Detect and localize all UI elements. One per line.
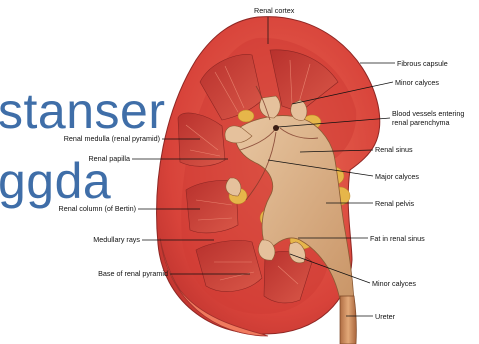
label-blood-vessels-line1: Blood vessels entering [392, 109, 464, 118]
label-renal-column: Renal column (of Bertin) [59, 204, 137, 213]
label-renal-cortex: Renal cortex [254, 6, 295, 15]
label-renal-papilla: Renal papilla [88, 154, 130, 163]
label-base-of-renal-pyramid: Base of renal pyramid [98, 269, 168, 278]
label-minor-calyces-top: Minor calyces [395, 78, 439, 87]
label-medullary-rays: Medullary rays [93, 235, 140, 244]
label-fibrous-capsule: Fibrous capsule [397, 59, 448, 68]
label-ureter: Ureter [375, 312, 396, 321]
label-renal-medulla: Renal medulla (renal pyramid) [64, 134, 160, 143]
renal-pyramid [196, 240, 262, 291]
label-minor-calyces-bottom: Minor calyces [372, 279, 416, 288]
label-blood-vessels-line2: renal parenchyma [392, 118, 450, 127]
ureter [340, 296, 356, 344]
vessel-entry-point [273, 125, 279, 131]
label-renal-pelvis: Renal pelvis [375, 199, 415, 208]
label-renal-sinus: Renal sinus [375, 145, 413, 154]
label-major-calyces: Major calyces [375, 172, 419, 181]
label-fat-in-renal-sinus: Fat in renal sinus [370, 234, 425, 243]
